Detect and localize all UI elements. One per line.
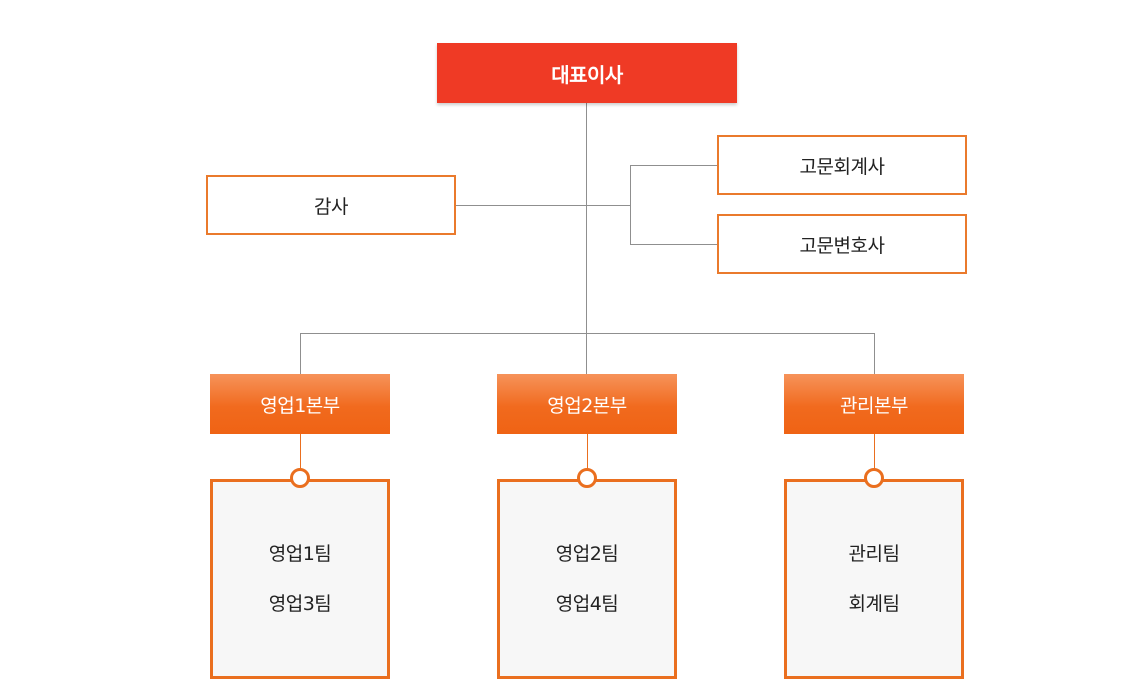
- team-item: 영업2팀: [555, 543, 619, 565]
- team-item: 관리팀: [848, 543, 900, 565]
- connector-division-1: [300, 333, 301, 374]
- team-item: 회계팀: [848, 593, 900, 615]
- division-team-connector: [300, 434, 301, 470]
- team-box: 관리팀 회계팀: [784, 479, 964, 679]
- team-item: 영업4팀: [555, 593, 619, 615]
- team-item: 영업3팀: [268, 593, 332, 615]
- connector-main-vertical: [586, 103, 587, 374]
- advisor-accountant-node: 고문회계사: [717, 135, 967, 195]
- connector-advisor-2: [630, 244, 718, 245]
- connector-advisor-stub: [586, 205, 630, 206]
- ceo-node: 대표이사: [437, 43, 737, 103]
- connector-divisions-horizontal: [300, 333, 875, 334]
- auditor-node: 감사: [206, 175, 456, 235]
- connector-circle-icon: [864, 468, 884, 488]
- division-team-connector: [587, 434, 588, 470]
- team-item: 영업1팀: [268, 543, 332, 565]
- connector-circle-icon: [577, 468, 597, 488]
- division-team-connector: [874, 434, 875, 470]
- connector-advisor-1: [630, 165, 718, 166]
- connector-auditor: [455, 205, 586, 206]
- division-node: 영업1본부: [210, 374, 390, 434]
- connector-division-3: [874, 333, 875, 374]
- connector-circle-icon: [290, 468, 310, 488]
- team-box: 영업2팀 영업4팀: [497, 479, 677, 679]
- team-box: 영업1팀 영업3팀: [210, 479, 390, 679]
- advisor-lawyer-node: 고문변호사: [717, 214, 967, 274]
- division-node: 관리본부: [784, 374, 964, 434]
- connector-advisor-vertical: [630, 165, 631, 245]
- division-node: 영업2본부: [497, 374, 677, 434]
